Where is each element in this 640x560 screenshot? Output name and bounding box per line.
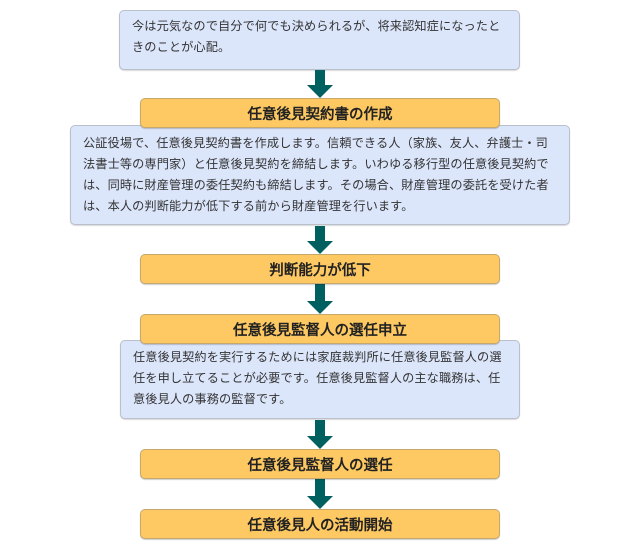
step-3-description-box: 任意後見契約を実行するためには家庭裁判所に任意後見監督人の選任を申し立てることが…: [120, 340, 520, 419]
step-1-title: 任意後見契約書の作成: [140, 98, 500, 128]
step-4-title: 任意後見監督人の選任: [140, 449, 500, 479]
step-5-title-text: 任意後見人の活動開始: [247, 517, 393, 534]
step-1-title-text: 任意後見契約書の作成: [247, 106, 393, 123]
step-5-title: 任意後見人の活動開始: [140, 509, 500, 539]
step-3-title-text: 任意後見監督人の選任申立: [233, 322, 407, 339]
step-3-description-text: 任意後見契約を実行するためには家庭裁判所に任意後見監督人の選任を申し立てることが…: [133, 350, 502, 406]
arrow-down-icon: [307, 284, 333, 314]
intro-note-text: 今は元気なので自分で何でも決められるが、将来認知症になったときのことが心配。: [132, 19, 501, 54]
arrow-down-icon: [307, 70, 333, 98]
arrow-down-icon: [307, 226, 333, 254]
arrow-down-icon: [307, 420, 333, 449]
step-4-title-text: 任意後見監督人の選任: [247, 457, 393, 474]
intro-note-box: 今は元気なので自分で何でも決められるが、将来認知症になったときのことが心配。: [119, 10, 520, 70]
step-1-description-box: 公証役場で、任意後見契約書を作成します。信頼できる人（家族、友人、弁護士・司法書…: [70, 125, 570, 225]
step-2-title: 判断能力が低下: [140, 254, 500, 284]
step-1-description-text: 公証役場で、任意後見契約書を作成します。信頼できる人（家族、友人、弁護士・司法書…: [83, 136, 549, 213]
arrow-down-icon: [307, 479, 333, 509]
step-2-title-text: 判断能力が低下: [269, 262, 371, 279]
step-3-title: 任意後見監督人の選任申立: [140, 314, 500, 344]
